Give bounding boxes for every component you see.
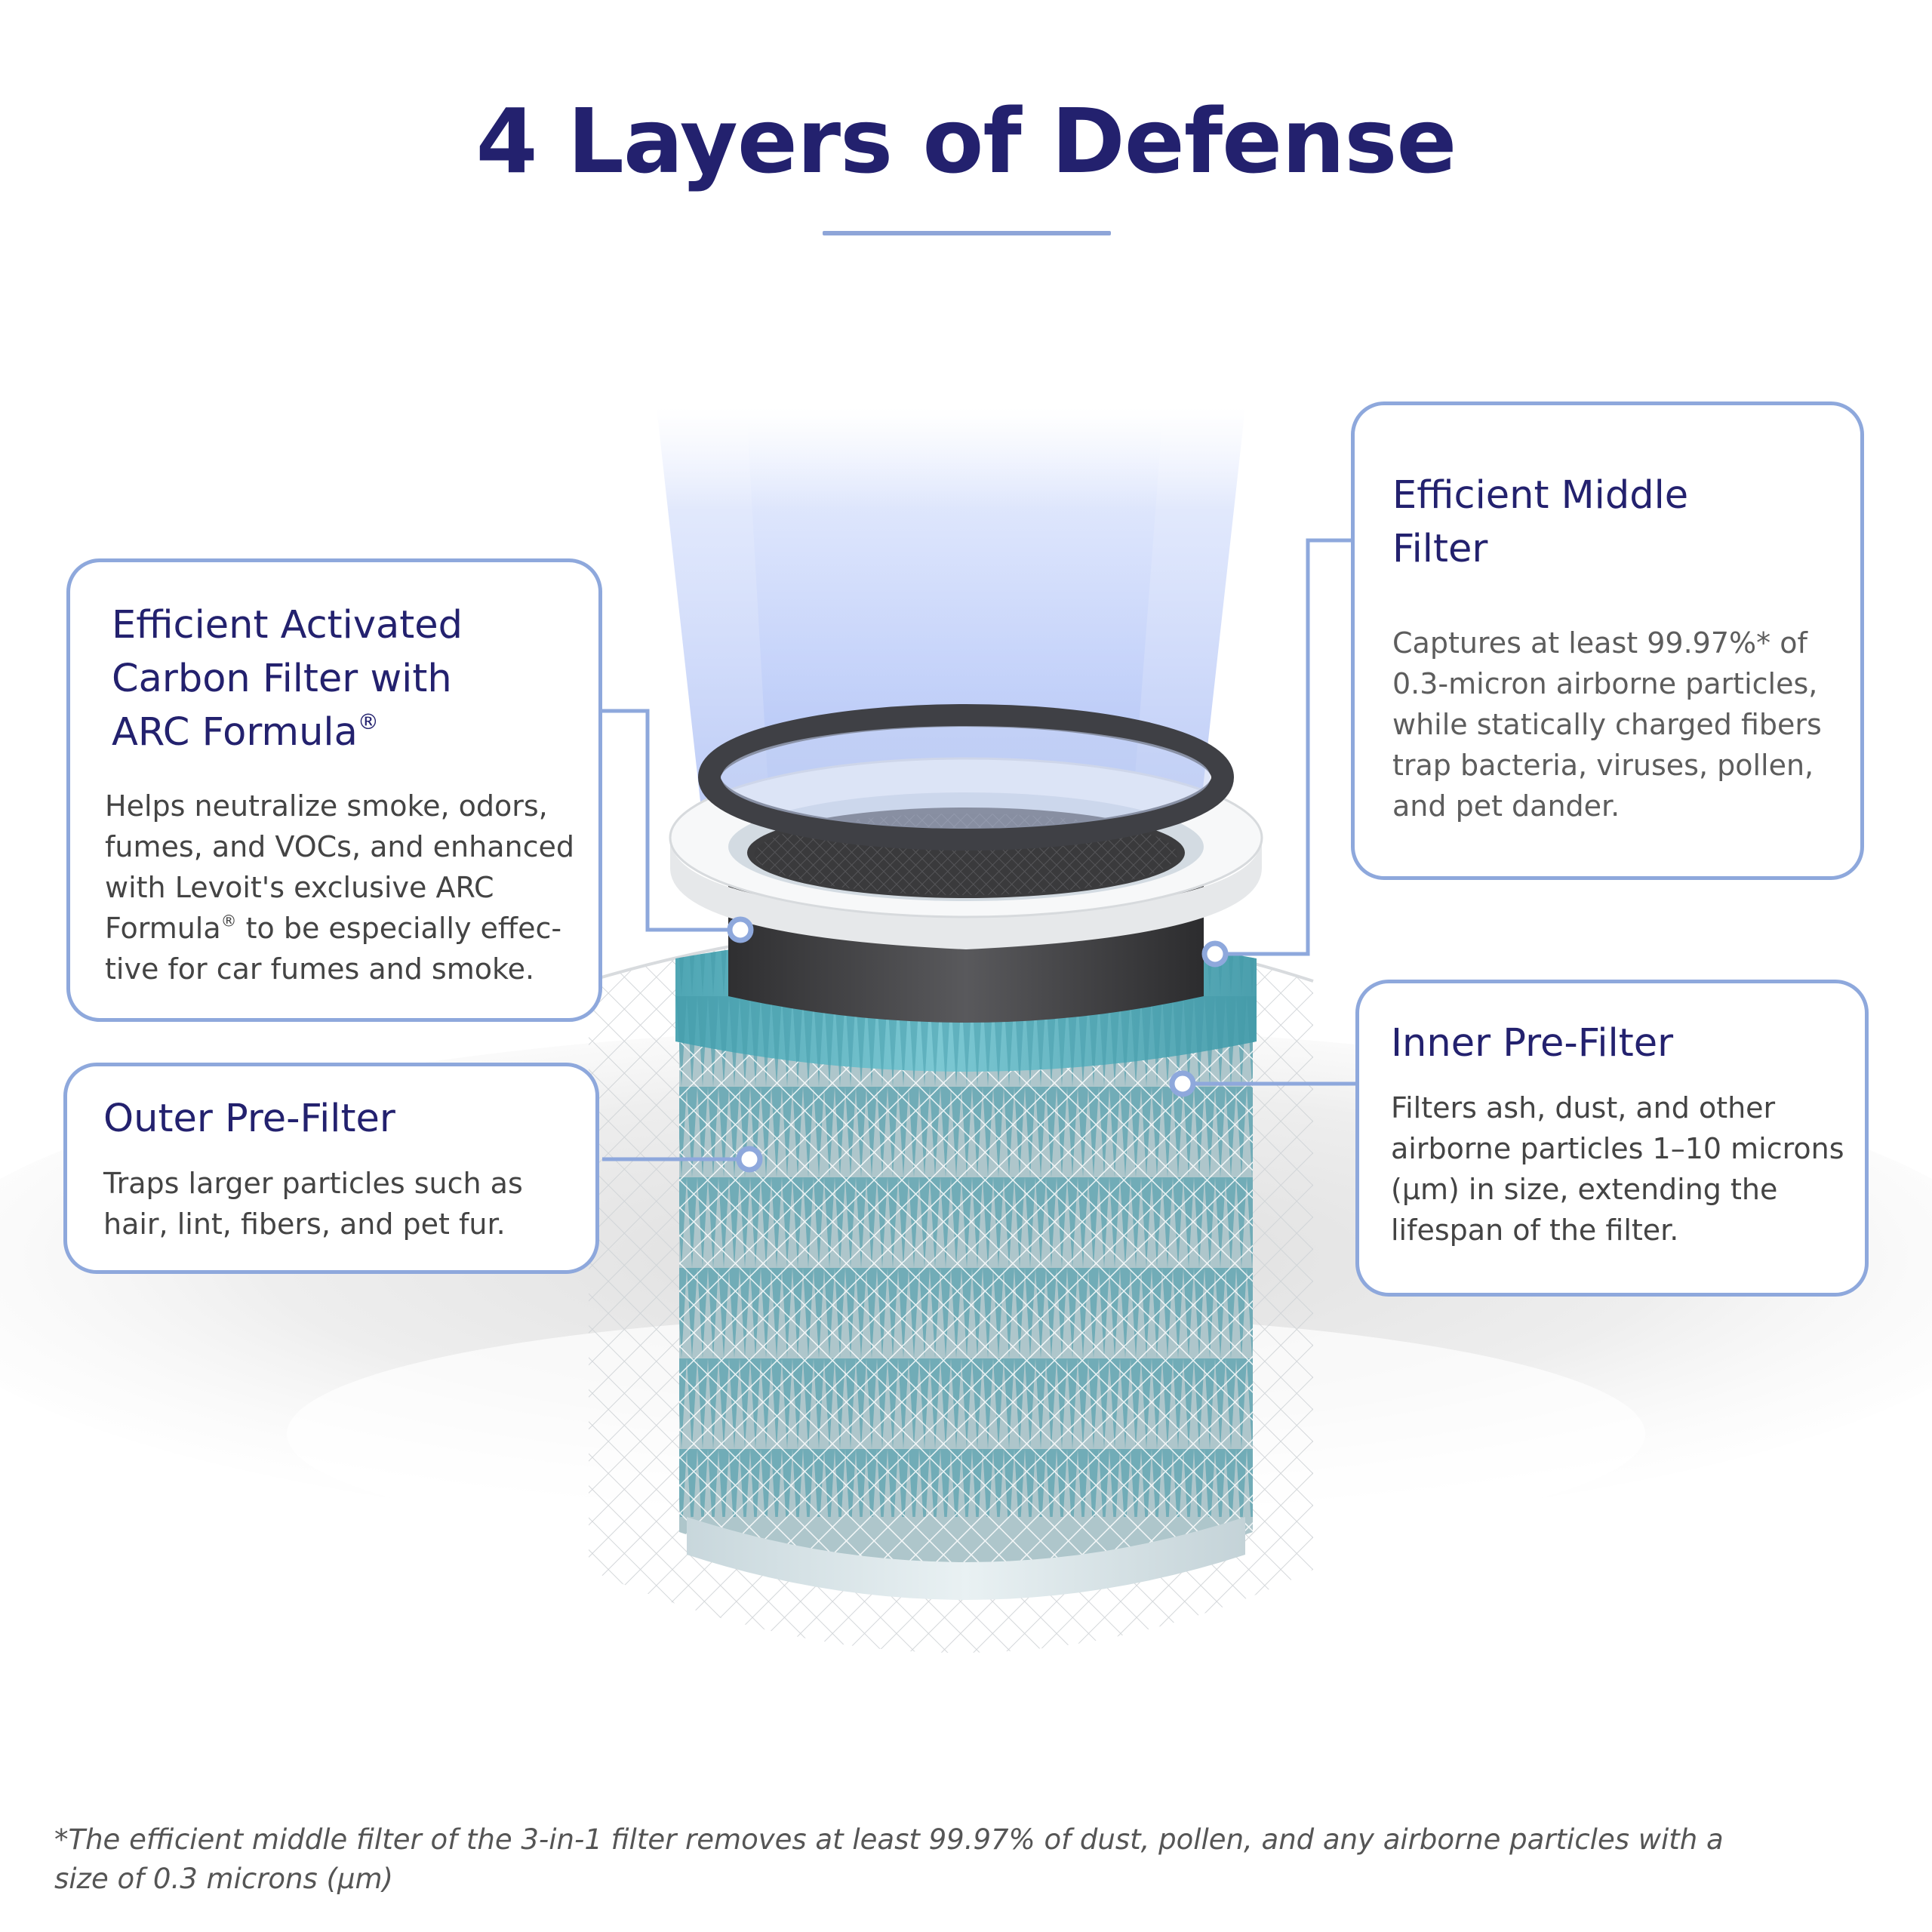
middle-body-line: 0.3-micron airborne particles,	[1392, 667, 1818, 700]
footnote: *The efficient middle filter of the 3-in…	[54, 1820, 1866, 1899]
outer-pre-filter-description: Traps larger particles such as hair, lin…	[103, 1163, 586, 1244]
carbon-body-line: Formula	[105, 912, 221, 945]
footnote-line: *The efficient middle filter of the 3-in…	[54, 1823, 1724, 1856]
inner-body-line: Filters ash, dust, and other	[1391, 1091, 1776, 1124]
carbon-body-line: tive for car fumes and smoke.	[105, 952, 535, 986]
inner-pre-filter-card: Inner Pre-Filter Filters ash, dust, and …	[1355, 980, 1869, 1297]
top-gasket-ring	[698, 704, 1234, 851]
inner-pre-filter-description: Filters ash, dust, and other airborne pa…	[1391, 1088, 1866, 1251]
outer-body-line: hair, lint, fibers, and pet fur.	[103, 1208, 506, 1241]
carbon-filter-heading: Efficient Activated Carbon Filter with A…	[112, 598, 595, 759]
carbon-body-line: fumes, and VOCs, and enhanced	[105, 830, 574, 863]
outer-body-line: Traps larger particles such as	[103, 1167, 523, 1200]
middle-body-line: while statically charged fibers	[1392, 708, 1822, 741]
middle-heading-line: Filter	[1392, 527, 1488, 571]
middle-body-line: trap bacteria, viruses, pollen,	[1392, 749, 1814, 782]
inner-body-line: (μm) in size, extending the	[1391, 1173, 1778, 1206]
middle-body-line: and pet dander.	[1392, 789, 1620, 823]
filter-body	[679, 1026, 1253, 1600]
registered-mark: ®	[357, 709, 379, 734]
inner-body-line: lifespan of the filter.	[1391, 1214, 1679, 1247]
registered-mark: ®	[220, 912, 237, 931]
middle-body-line: Captures at least 99.97%* of	[1392, 626, 1807, 660]
connector-dots	[727, 916, 1229, 1173]
carbon-filter-description: Helps neutralize smoke, odors, fumes, an…	[105, 786, 595, 989]
inner-pre-filter-heading: Inner Pre-Filter	[1391, 1021, 1674, 1066]
page-title: 4 Layers of Defense	[475, 89, 1457, 193]
carbon-filter-card: Efficient Activated Carbon Filter with A…	[66, 558, 602, 1022]
title-underline	[823, 231, 1111, 235]
carbon-body-line: to be especially effec-	[236, 912, 562, 945]
carbon-body-line: Helps neutralize smoke, odors,	[105, 789, 548, 823]
carbon-heading-line: ARC Formula	[112, 710, 358, 755]
connector-lines	[602, 538, 1355, 1161]
outer-pre-filter-heading: Outer Pre-Filter	[103, 1097, 395, 1141]
footnote-line: size of 0.3 microns (μm)	[54, 1863, 393, 1895]
middle-filter-description: Captures at least 99.97%* of 0.3-micron …	[1392, 623, 1853, 826]
carbon-heading-line: Efficient Activated	[112, 603, 463, 648]
outer-pre-filter-card: Outer Pre-Filter Traps larger particles …	[63, 1063, 599, 1274]
middle-filter-heading: Efficient Middle Filter	[1392, 469, 1845, 576]
inner-body-line: airborne particles 1–10 microns	[1391, 1132, 1844, 1165]
middle-heading-line: Efficient Middle	[1392, 473, 1689, 518]
middle-filter-card: Efficient Middle Filter Captures at leas…	[1351, 401, 1864, 880]
carbon-body-line: with Levoit's exclusive ARC	[105, 871, 494, 904]
carbon-heading-line: Carbon Filter with	[112, 657, 452, 701]
